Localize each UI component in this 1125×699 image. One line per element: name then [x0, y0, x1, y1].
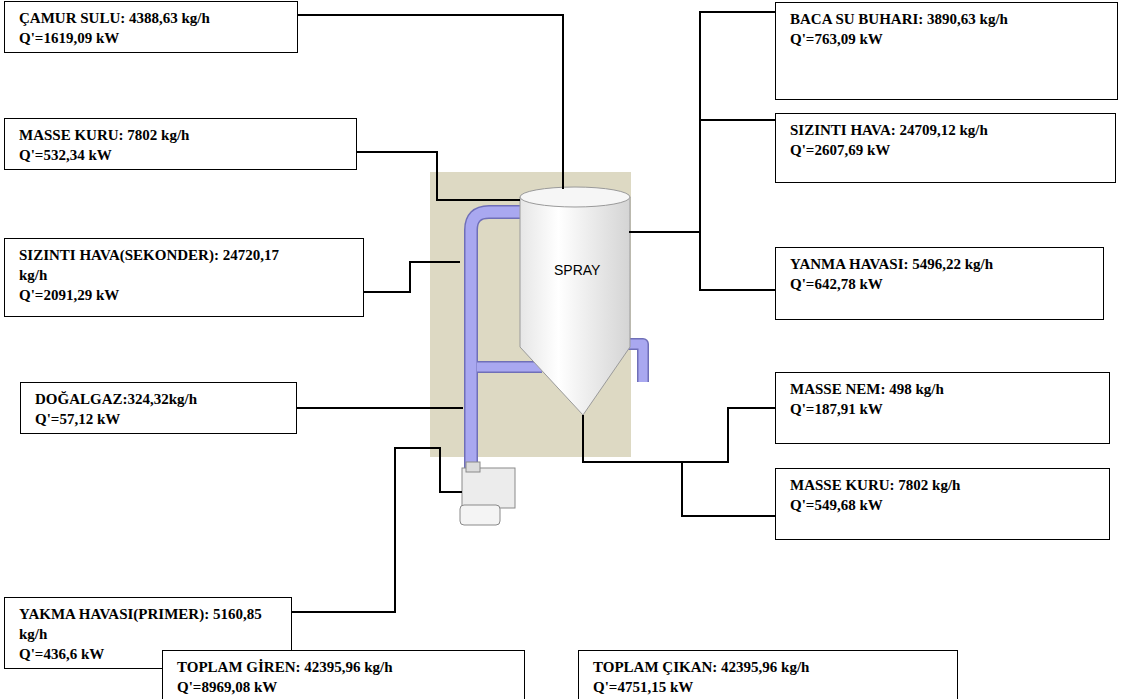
stream-text: MASSE KURU: 7802 kg/h: [19, 125, 189, 145]
flow-box: YANMA HAVASI: 5496,22 kg/hQ'=642,78 kW: [775, 247, 1104, 320]
stream-text: Q'=642,78 kW: [790, 274, 883, 294]
stream-line: [631, 120, 775, 232]
stream-text: Q'=57,12 kW: [35, 409, 120, 429]
stream-text: Q'=549,68 kW: [790, 495, 883, 515]
stream-text: MASSE KURU: 7802 kg/h: [790, 475, 960, 495]
flow-box: MASSE KURU: 7802 kg/hQ'=532,34 kW: [4, 118, 357, 170]
stream-text: Q'=2607,69 kW: [790, 140, 890, 160]
flow-box: MASSE NEM: 498 kg/hQ'=187,91 kW: [775, 372, 1110, 444]
stream-text: YAKMA HAVASI(PRIMER): 5160,85 kg/h: [19, 604, 269, 644]
stream-text: TOPLAM ÇIKAN: 42395,96 kg/h: [593, 657, 809, 677]
stream-text: SIZINTI HAVA(SEKONDER): 24720,17 kg/h: [19, 245, 289, 285]
stream-line: [364, 262, 430, 292]
spray-dryer: SPRAY: [430, 172, 631, 457]
flow-box: TOPLAM GİREN: 42395,96 kg/hQ'=8969,08 kW: [162, 650, 525, 699]
unit-label: SPRAY: [554, 262, 600, 278]
stream-text: TOPLAM GİREN: 42395,96 kg/h: [177, 657, 393, 677]
spray-dryer-illustration: [430, 172, 631, 457]
stream-line: [631, 232, 775, 290]
flow-box: SIZINTI HAVA: 24709,12 kg/hQ'=2607,69 kW: [775, 113, 1116, 183]
stream-text: Q'=187,91 kW: [790, 399, 883, 419]
stream-text: DOĞALGAZ:324,32kg/h: [35, 389, 197, 409]
stream-text: Q'=532,34 kW: [19, 145, 112, 165]
flow-box: DOĞALGAZ:324,32kg/hQ'=57,12 kW: [20, 382, 297, 434]
stream-line: [297, 407, 430, 409]
flow-box: BACA SU BUHARI: 3890,63 kg/hQ'=763,09 kW: [775, 2, 1118, 100]
stream-text: YANMA HAVASI: 5496,22 kg/h: [790, 254, 993, 274]
flow-box: SIZINTI HAVA(SEKONDER): 24720,17 kg/hQ'=…: [4, 238, 364, 317]
flow-box: TOPLAM ÇIKAN: 42395,96 kg/hQ'=4751,15 kW: [578, 650, 958, 699]
stream-text: Q'=8969,08 kW: [177, 677, 277, 697]
stream-line: [583, 457, 775, 516]
stream-text: Q'=2091,29 kW: [19, 285, 289, 305]
stream-text: Q'=763,09 kW: [790, 29, 883, 49]
stream-text: BACA SU BUHARI: 3890,63 kg/h: [790, 9, 1008, 29]
stream-text: Q'=1619,09 kW: [19, 28, 119, 48]
stream-text: ÇAMUR SULU: 4388,63 kg/h: [19, 8, 210, 28]
flow-box: MASSE KURU: 7802 kg/hQ'=549,68 kW: [775, 468, 1110, 540]
stream-line: [292, 448, 430, 612]
flow-box: ÇAMUR SULU: 4388,63 kg/hQ'=1619,09 kW: [4, 1, 298, 53]
stream-line: [631, 12, 775, 232]
stream-text: SIZINTI HAVA: 24709,12 kg/h: [790, 120, 988, 140]
stream-text: Q'=4751,15 kW: [593, 677, 693, 697]
stream-line: [357, 152, 437, 172]
stream-text: MASSE NEM: 498 kg/h: [790, 379, 944, 399]
